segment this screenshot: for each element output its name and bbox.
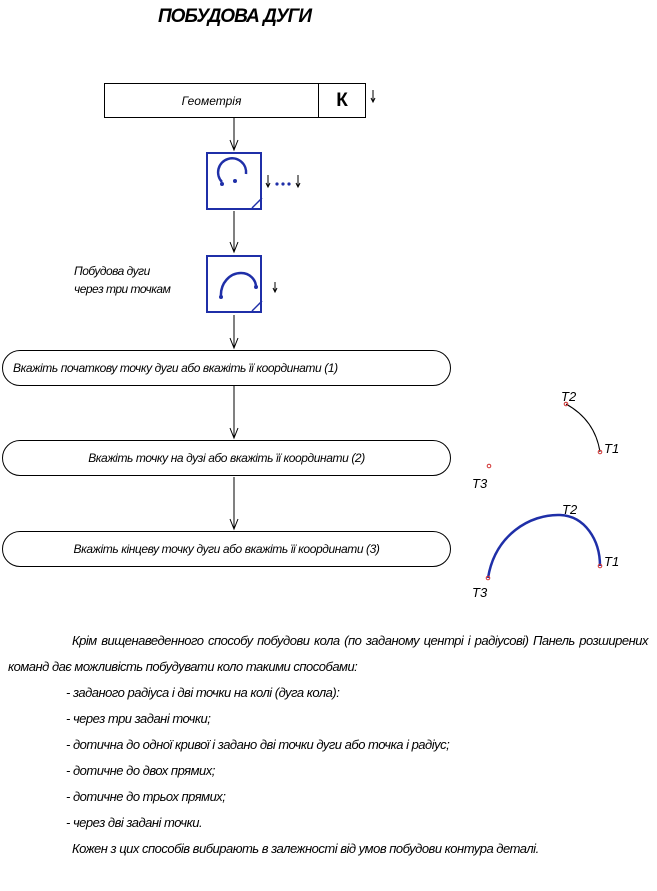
list-item: заданого радіуса і дві точки на колі (ду… xyxy=(66,680,648,706)
list-item: дотична до одної кривої і задано дві точ… xyxy=(66,732,648,758)
more-dots-icon xyxy=(275,182,291,186)
arc-three-points-button[interactable] xyxy=(206,255,263,313)
arc-sample-small xyxy=(565,403,601,453)
list-item: дотичне до трьох прямих; xyxy=(66,784,648,810)
step-mid-point: Вкажіть точку на дузі або вкажіть її коо… xyxy=(2,440,451,476)
list-item: дотичне до двох прямих; xyxy=(66,758,648,784)
point-t3-small xyxy=(486,463,492,469)
label-t2-large: T2 xyxy=(562,502,578,517)
list-item: через три задані точки; xyxy=(66,706,648,732)
small-down-arrows xyxy=(265,90,376,294)
step-end-point: Вкажіть кінцеву точку дуги або вкажіть ї… xyxy=(2,531,451,567)
step-start-point: Вкажіть початкову точку дуги або вкажіть… xyxy=(2,350,451,386)
label-t2-small: T2 xyxy=(561,389,577,404)
intro-paragraph: Крім вищенаведенного способу побудови ко… xyxy=(8,633,649,674)
list-item: через дві задані точки. xyxy=(66,810,648,836)
point-t1-small xyxy=(597,449,603,455)
hotkey-k: К xyxy=(318,84,365,117)
arc-three-points-icon xyxy=(219,271,263,312)
outro-paragraph: Кожен з цих способів вибирають в залежно… xyxy=(72,841,539,856)
arc-sample-large xyxy=(486,513,602,579)
label-t3-small: T3 xyxy=(472,476,488,491)
geometry-menu[interactable]: Геометрія К xyxy=(104,83,366,118)
label-t3-large: T3 xyxy=(472,585,488,600)
point-t3-large xyxy=(485,575,491,581)
description-text: Крім вищенаведенного способу побудови ко… xyxy=(8,628,649,862)
methods-list: заданого радіуса і дві точки на колі (ду… xyxy=(8,680,648,836)
page-title: ПОБУДОВА ДУГИ xyxy=(158,6,312,27)
circle-tool-button[interactable] xyxy=(206,152,263,210)
point-t2-small xyxy=(563,401,569,407)
label-t1-large: T1 xyxy=(604,554,620,569)
arc-center-icon xyxy=(216,157,263,209)
label-t1-small: T1 xyxy=(604,441,620,456)
arc-three-points-label: Побудова дуги через три точкам xyxy=(74,264,171,296)
point-t1-large xyxy=(597,563,603,569)
geometry-menu-label: Геометрія xyxy=(181,93,242,108)
